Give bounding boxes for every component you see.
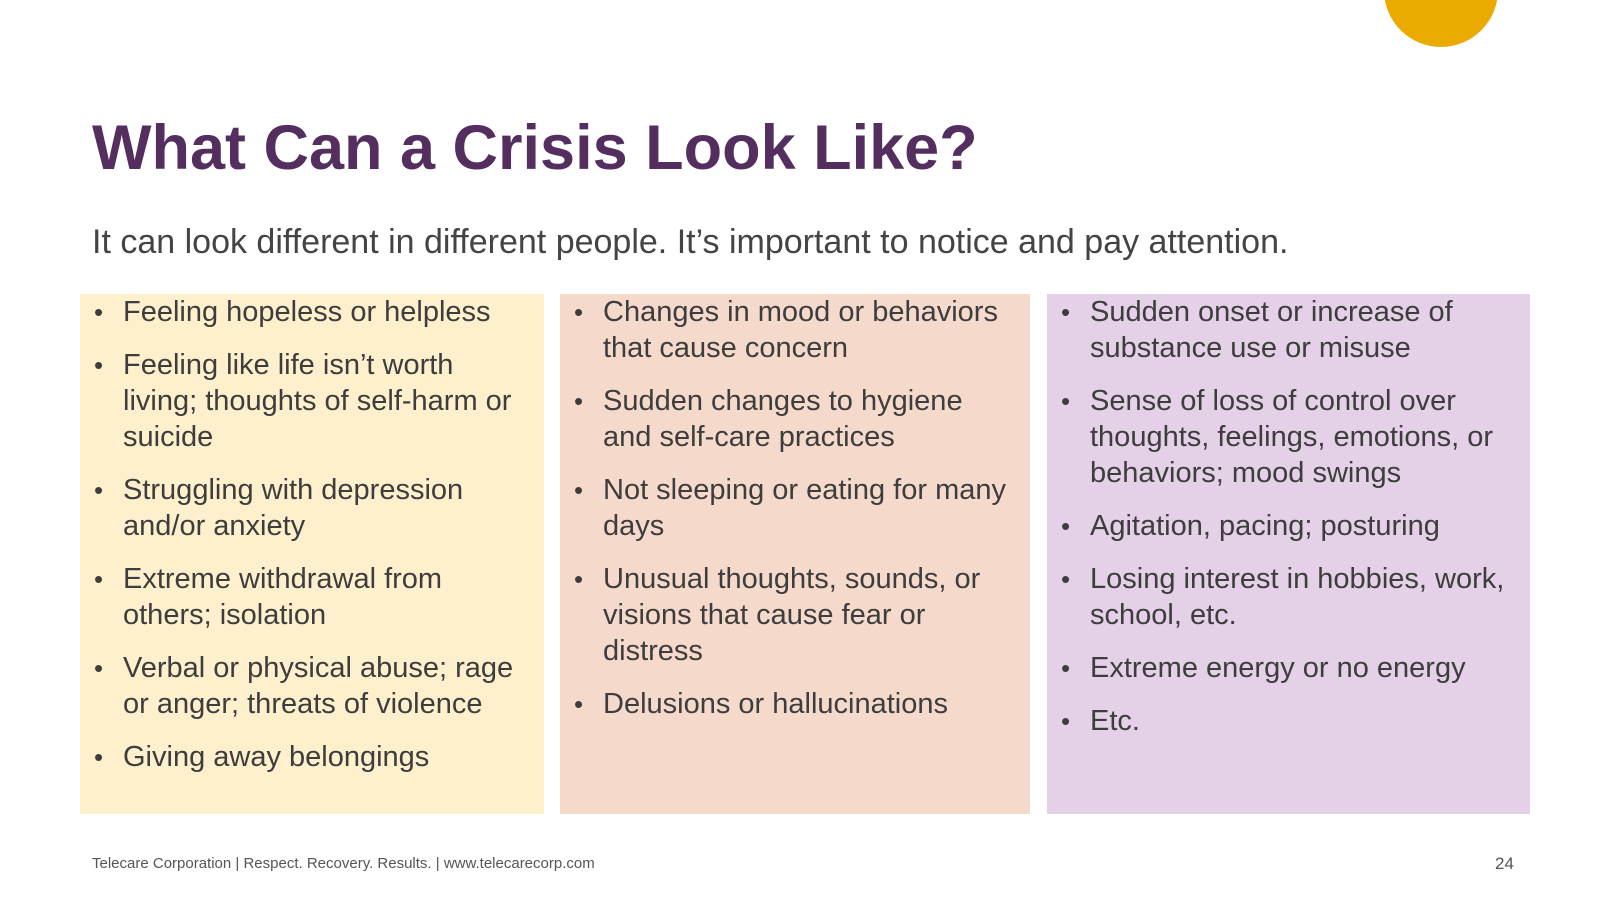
list-item: • Changes in mood or behaviors that cause…: [574, 294, 1018, 366]
list-item-text: Struggling with depression and/or anxiet…: [123, 474, 464, 542]
list-item: • Sudden changes to hygiene and self-care…: [574, 383, 1018, 455]
list-item-text: Sense of loss of control over thoughts, …: [1090, 385, 1494, 489]
bullet-icon: •: [574, 386, 584, 416]
column-1: • Feeling hopeless or helpless • Feeling l…: [80, 294, 544, 814]
accent-circle: [1384, 0, 1498, 47]
list-item-text: Not sleeping or eating for many days: [603, 474, 1006, 542]
bullet-icon: •: [1061, 653, 1071, 683]
page-number: 24: [1495, 854, 1514, 873]
list-item-text: Feeling hopeless or helpless: [123, 296, 491, 328]
list-item: • Delusions or hallucinations: [574, 686, 1018, 722]
list-item: • Extreme energy or no energy: [1061, 650, 1518, 686]
list-item: • Unusual thoughts, sounds, or visions th…: [574, 561, 1018, 669]
list-item: • Verbal or physical abuse; rage or anger…: [94, 650, 532, 722]
list-item: • Giving away belongings: [94, 739, 532, 775]
bullet-icon: •: [1061, 511, 1071, 541]
bullet-list-2: • Changes in mood or behaviors that cause…: [574, 294, 1018, 722]
list-item-text: Etc.: [1090, 705, 1140, 737]
list-item: • Not sleeping or eating for many days: [574, 472, 1018, 544]
bullet-list-3: • Sudden onset or increase of substance u…: [1061, 294, 1518, 739]
list-item: • Struggling with depression and/or anxie…: [94, 472, 532, 544]
list-item-text: Unusual thoughts, sounds, or visions tha…: [603, 563, 981, 667]
bullet-icon: •: [1061, 706, 1071, 736]
bullet-icon: •: [94, 350, 104, 380]
bullet-icon: •: [574, 297, 584, 327]
list-item-text: Sudden changes to hygiene and self-care …: [603, 385, 963, 453]
bullet-icon: •: [574, 564, 584, 594]
bullet-icon: •: [94, 564, 104, 594]
list-item-text: Feeling like life isn’t worth living; th…: [123, 349, 512, 453]
bullet-icon: •: [94, 653, 104, 683]
list-item-text: Sudden onset or increase of substance us…: [1090, 296, 1453, 364]
column-2: • Changes in mood or behaviors that cause…: [560, 294, 1030, 814]
bullet-icon: •: [1061, 564, 1071, 594]
bullet-icon: •: [574, 475, 584, 505]
list-item-text: Losing interest in hobbies, work, school…: [1090, 563, 1505, 631]
list-item: • Feeling like life isn’t worth living; t…: [94, 347, 532, 455]
bullet-icon: •: [1061, 297, 1071, 327]
list-item: • Sense of loss of control over thoughts,…: [1061, 383, 1518, 491]
column-3: • Sudden onset or increase of substance u…: [1047, 294, 1530, 814]
list-item: • Feeling hopeless or helpless: [94, 294, 532, 330]
list-item: • Losing interest in hobbies, work, schoo…: [1061, 561, 1518, 633]
list-item-text: Extreme energy or no energy: [1090, 652, 1466, 684]
list-item-text: Giving away belongings: [123, 741, 430, 773]
slide-subtitle: It can look different in different peopl…: [92, 223, 1289, 261]
bullet-icon: •: [94, 297, 104, 327]
list-item-text: Changes in mood or behaviors that cause …: [603, 296, 998, 364]
list-item-text: Agitation, pacing; posturing: [1090, 510, 1440, 542]
list-item-text: Delusions or hallucinations: [603, 688, 948, 720]
list-item: • Agitation, pacing; posturing: [1061, 508, 1518, 544]
list-item-text: Verbal or physical abuse; rage or anger;…: [123, 652, 514, 720]
bullet-icon: •: [94, 475, 104, 505]
footer-text: Telecare Corporation | Respect. Recovery…: [92, 855, 595, 872]
bullet-icon: •: [1061, 386, 1071, 416]
list-item-text: Extreme withdrawal from others; isolatio…: [123, 563, 443, 631]
list-item: • Extreme withdrawal from others; isolati…: [94, 561, 532, 633]
list-item: • Etc.: [1061, 703, 1518, 739]
slide-title: What Can a Crisis Look Like?: [92, 113, 978, 183]
bullet-icon: •: [94, 742, 104, 772]
bullet-icon: •: [574, 689, 584, 719]
bullet-list-1: • Feeling hopeless or helpless • Feeling l…: [94, 294, 532, 775]
list-item: • Sudden onset or increase of substance u…: [1061, 294, 1518, 366]
